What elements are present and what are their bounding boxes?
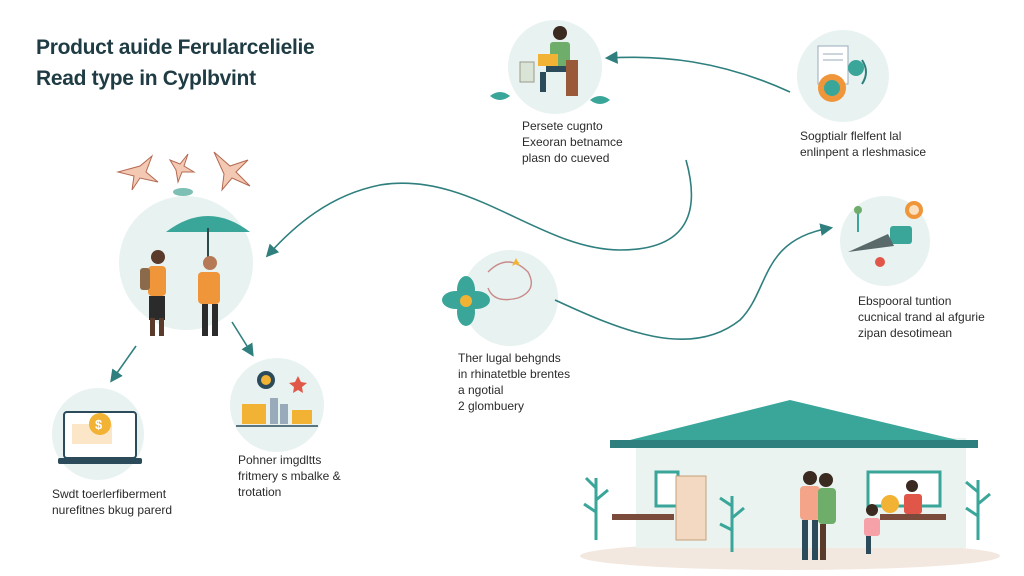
documents-caption-line: Sogptialr flelfent lal (800, 129, 902, 143)
garden-scene (848, 201, 923, 267)
documents-scene (817, 45, 867, 102)
house-scene (580, 400, 1000, 570)
arrow-umbrella-to-market (231, 321, 254, 357)
garden-caption-line: zipan desotimean (858, 326, 953, 340)
flower-scene (442, 258, 532, 326)
laptop-caption-line: nurefitnes bkug parerd (52, 503, 173, 517)
market-caption-line: fritmery s mbalke & (238, 469, 341, 483)
reader-caption: Persete cugnto Exeoran betnamce plasn do… (522, 118, 623, 166)
documents-caption: Sogptialr flelfent lal enlinpent a rlesh… (800, 128, 926, 160)
diagram-title: Product auide Ferularcelielie Read type … (36, 32, 315, 94)
laptop-caption: Swdt toerlerfiberment nurefitnes bkug pa… (52, 486, 172, 518)
umbrella-node-circle (119, 196, 253, 330)
garden-caption: Ebspooral tuntion cucnical trand al afgu… (858, 293, 985, 341)
documents-caption-line: enlinpent a rleshmasice (800, 145, 927, 159)
market-caption-line: trotation (238, 485, 282, 499)
laptop-caption-line: Swdt toerlerfiberment (52, 487, 167, 501)
market-scene (236, 371, 318, 427)
reader-scene (490, 26, 610, 104)
flower-caption-line: 2 glombuery (458, 399, 525, 413)
leaf-icon (173, 188, 193, 196)
flower-caption-line: Ther lugal behgnds (458, 351, 561, 365)
laptop-scene: $ (58, 411, 142, 464)
garden-caption-line: cucnical trand al afgurie (858, 310, 985, 324)
reader-caption-line: Persete cugnto (522, 119, 603, 133)
bird-icons (116, 151, 251, 192)
flower-caption-line: a ngotial (458, 383, 504, 397)
flower-caption: Ther lugal behgnds in rhinatetble brente… (458, 350, 570, 414)
arrow-documents-to-reader (604, 51, 791, 93)
arrow-umbrella-to-laptop (110, 345, 137, 383)
market-caption-line: Pohner imgdltts (238, 453, 322, 467)
market-caption: Pohner imgdltts fritmery s mbalke & trot… (238, 452, 341, 500)
reader-caption-line: plasn do cueved (522, 151, 610, 165)
umbrella-scene (140, 216, 250, 336)
svg-text:$: $ (95, 417, 103, 432)
arrow-loop-to-umbrella (265, 159, 693, 258)
garden-caption-line: Ebspooral tuntion (858, 294, 952, 308)
flower-caption-line: in rhinatetble brentes (458, 367, 571, 381)
reader-caption-line: Exeoran betnamce (522, 135, 623, 149)
title-line-1: Product auide Ferularcelielie (36, 36, 315, 59)
title-line-2: Read type in Cyplbvint (36, 67, 256, 90)
arrow-flower-to-garden (554, 223, 834, 341)
